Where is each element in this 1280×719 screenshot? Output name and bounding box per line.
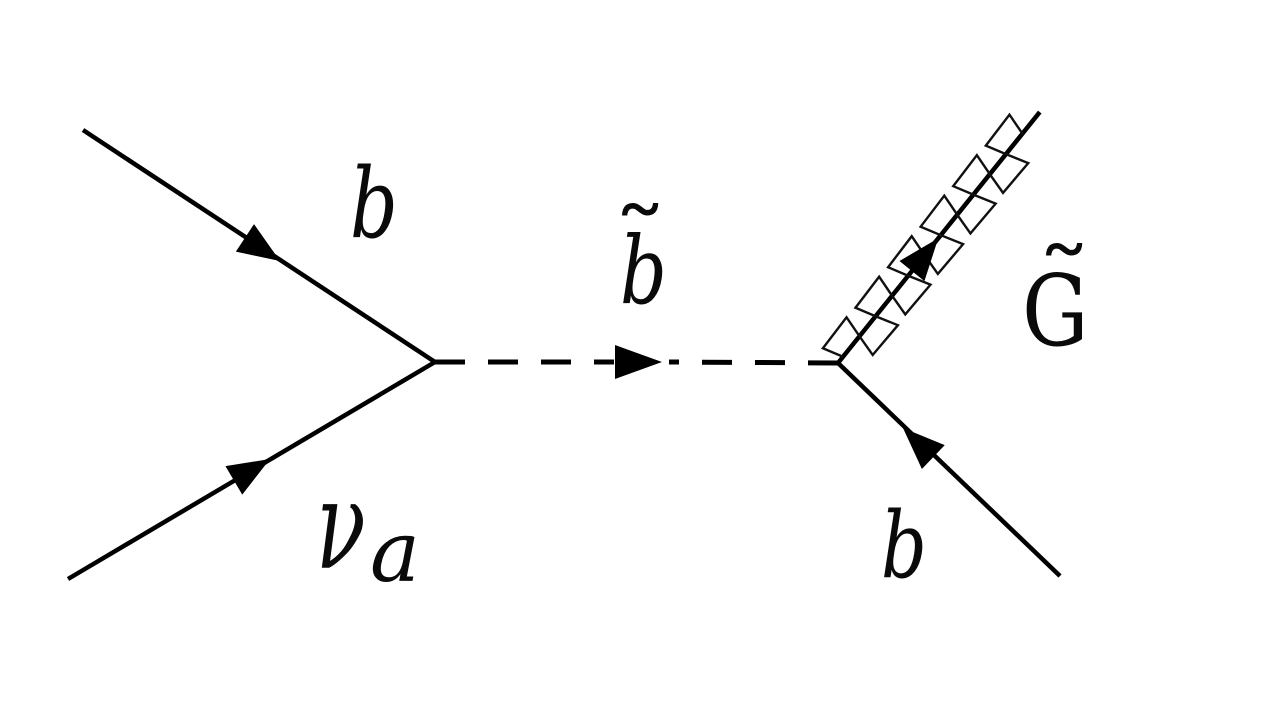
label-gravitino-tilde: ˜	[1036, 230, 1093, 335]
label-incoming-b: b	[350, 148, 398, 260]
gravitino-line	[836, 110, 1042, 365]
incoming-b-arrow-icon	[235, 224, 280, 261]
sbottom-propagator-dash-right	[668, 359, 839, 366]
outgoing-b-arrow-icon	[903, 428, 945, 469]
label-sbottom: b	[620, 217, 667, 326]
label-sbottom-tilde: ˜	[612, 190, 669, 295]
sbottom-propagator-arrow-icon	[615, 345, 662, 379]
gravitino-group	[820, 110, 1042, 365]
gravitino-arrow-icon	[899, 238, 939, 282]
gravitino-wave	[820, 112, 1031, 358]
incoming-neutrino-arrow-icon	[225, 459, 270, 495]
outgoing-b-line	[836, 361, 1062, 578]
label-outgoing-b: b	[881, 492, 927, 599]
label-incoming-neutrino-subscript: a	[370, 503, 421, 601]
label-gravitino: G	[1022, 255, 1089, 369]
label-incoming-neutrino: ν	[316, 455, 366, 598]
